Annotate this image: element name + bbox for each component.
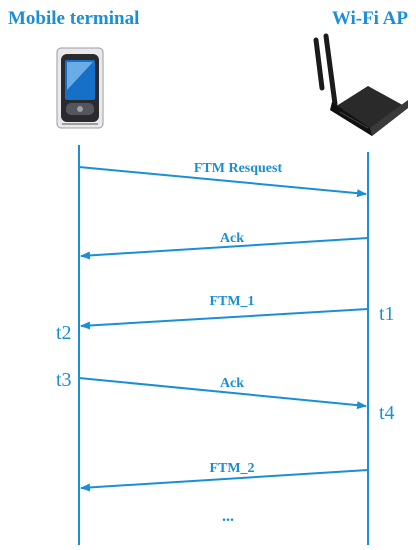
ftm1-label: FTM_1 xyxy=(209,294,254,309)
ack-arrow-1 xyxy=(80,237,369,260)
ack-label-1: Ack xyxy=(220,231,244,246)
wifi-router-icon xyxy=(313,33,408,136)
ftm-request-arrow xyxy=(78,166,367,198)
ftm2-arrow xyxy=(80,469,369,492)
mobile-phone-icon xyxy=(56,47,104,129)
timestamp-t4: t4 xyxy=(379,402,395,424)
timestamp-t1: t1 xyxy=(379,303,395,325)
wifi-ap-title: Wi-Fi AP xyxy=(332,8,409,29)
mobile-terminal-title: Mobile terminal xyxy=(8,8,139,29)
ftm-request-label: FTM Resquest xyxy=(194,161,283,176)
continuation-ellipsis: ... xyxy=(222,508,234,525)
ack-label-2: Ack xyxy=(220,376,244,391)
timestamp-t3: t3 xyxy=(56,369,72,391)
ftm2-label: FTM_2 xyxy=(209,461,254,476)
ack-arrow-2 xyxy=(78,377,367,410)
timestamp-t2: t2 xyxy=(56,322,72,344)
ftm1-arrow xyxy=(80,308,369,330)
